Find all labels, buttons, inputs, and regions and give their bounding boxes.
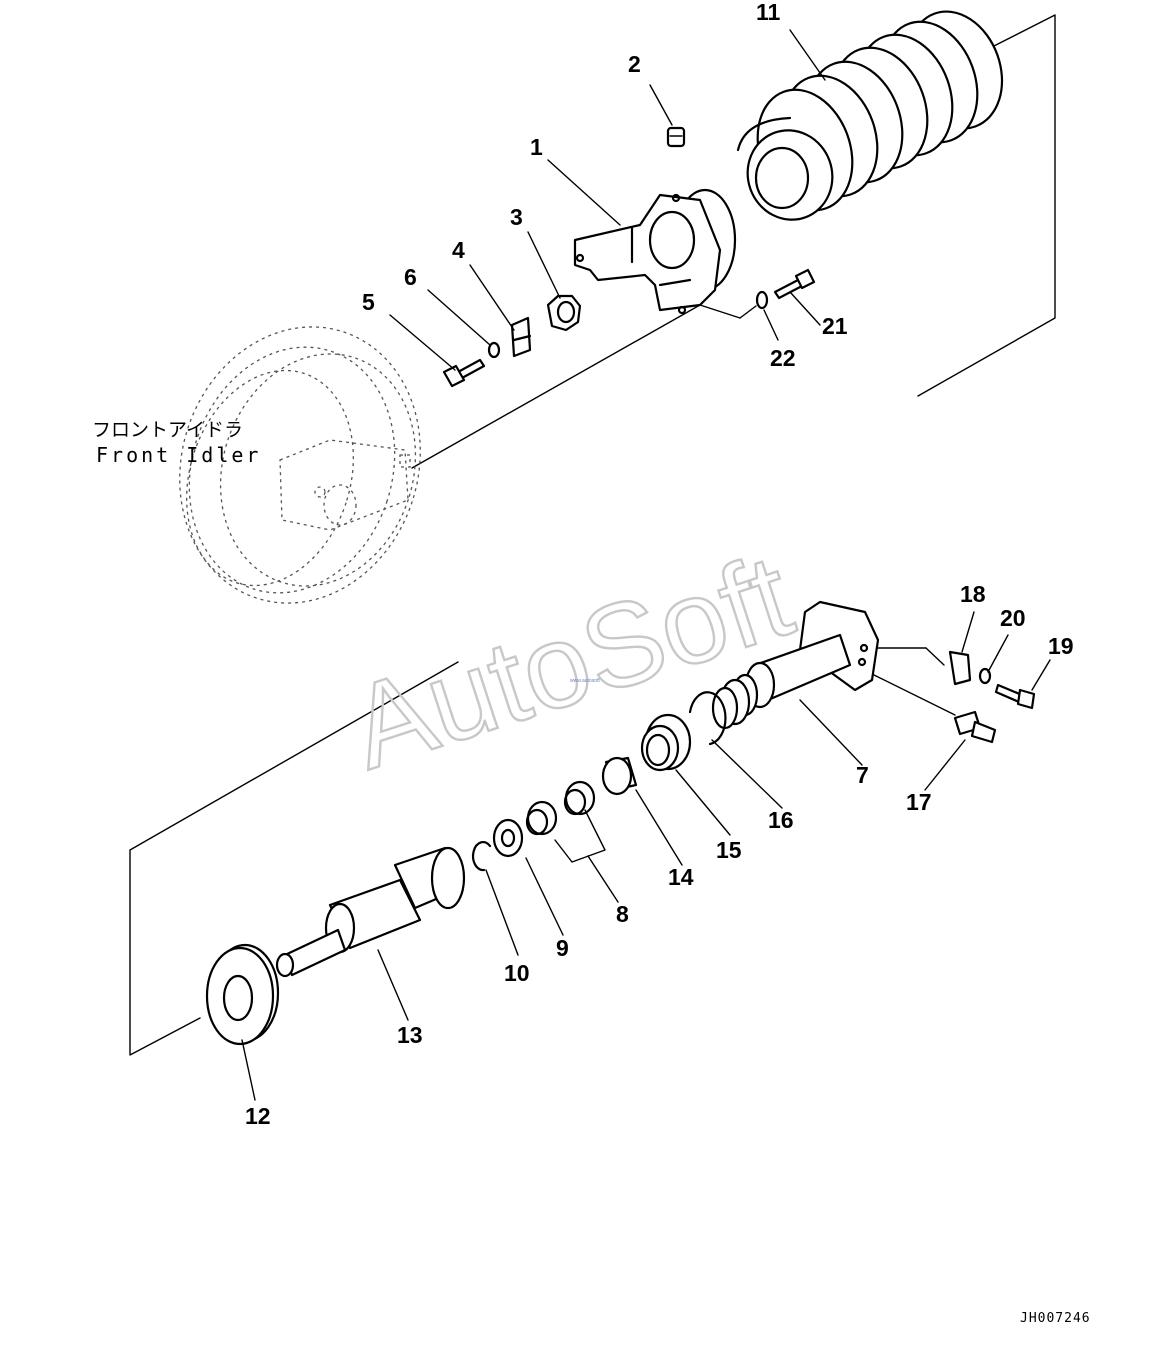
snap-ring-part-16 xyxy=(688,691,727,746)
plate-part-18 xyxy=(948,650,972,686)
upper-frame-lines xyxy=(411,14,1056,469)
washer-part-6 xyxy=(487,341,501,359)
callout-21: 21 xyxy=(822,313,848,339)
callout-7: 7 xyxy=(856,762,869,788)
drawing-code: JH007246 xyxy=(1020,1311,1091,1326)
yoke-part-1 xyxy=(573,188,737,315)
leader-lines xyxy=(241,29,1051,1101)
callout-2: 2 xyxy=(628,51,641,77)
callout-13: 13 xyxy=(397,1022,423,1048)
callout-17: 17 xyxy=(906,789,932,815)
callout-15: 15 xyxy=(716,837,742,863)
callout-4: 4 xyxy=(452,237,465,263)
fitting-part-2 xyxy=(666,126,686,148)
callout-22: 22 xyxy=(770,345,796,371)
callout-19: 19 xyxy=(1048,633,1074,659)
callout-20: 20 xyxy=(1000,605,1026,631)
washer-part-22 xyxy=(755,290,769,310)
callout-12: 12 xyxy=(245,1103,271,1129)
front-idler-outline xyxy=(179,326,421,604)
ring-part-12 xyxy=(205,943,280,1046)
rod-part-13 xyxy=(275,846,466,978)
clip-part-10 xyxy=(472,841,492,872)
callout-9: 9 xyxy=(556,935,569,961)
watermark-small: www.autosoft xyxy=(570,678,600,684)
callout-16: 16 xyxy=(768,807,794,833)
callout-3: 3 xyxy=(510,204,523,230)
callout-numbers: 1 2 3 4 5 6 7 8 9 10 11 12 13 14 15 16 1… xyxy=(245,0,1074,1129)
washer-part-20 xyxy=(978,667,992,685)
bushing-part-14 xyxy=(601,756,638,796)
callout-10: 10 xyxy=(504,960,530,986)
bolt-part-5 xyxy=(442,358,486,388)
callout-14: 14 xyxy=(668,864,694,890)
watermark: AutoSoft xyxy=(335,529,806,794)
callout-1: 1 xyxy=(530,134,543,160)
sleeve-part-8 xyxy=(525,780,596,836)
front-idler-label-jp: フロントアイドラ xyxy=(92,419,243,441)
callout-8: 8 xyxy=(616,901,629,927)
front-idler-label-en: Front Idler xyxy=(96,443,261,467)
plate-part-4 xyxy=(510,316,532,358)
seal-part-9 xyxy=(492,818,524,858)
callout-18: 18 xyxy=(960,581,986,607)
bearing-part-15 xyxy=(640,713,692,772)
callout-6: 6 xyxy=(404,264,417,290)
nut-part-3 xyxy=(546,294,582,332)
callout-11: 11 xyxy=(756,0,781,25)
callout-5: 5 xyxy=(362,289,375,315)
bolt-part-19 xyxy=(994,683,1036,710)
spring-part-11 xyxy=(736,10,1004,221)
lower-frame-lines xyxy=(129,647,956,1056)
fitting-part-17 xyxy=(953,710,997,744)
bolt-part-21 xyxy=(773,268,816,300)
